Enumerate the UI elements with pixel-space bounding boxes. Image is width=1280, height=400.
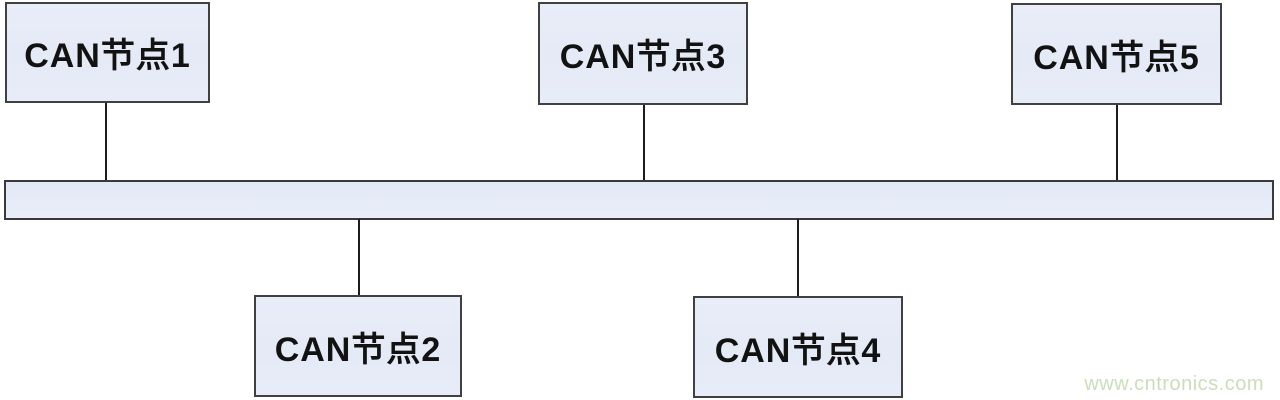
connector-bus-to-node2 bbox=[358, 219, 360, 296]
can-node-4-box: CAN节点4 bbox=[693, 296, 903, 398]
can-bus-bar bbox=[4, 180, 1274, 220]
can-node-4-label: CAN节点4 bbox=[714, 331, 882, 370]
can-node-2-box: CAN节点2 bbox=[254, 295, 462, 397]
connector-node1-to-bus bbox=[105, 103, 107, 181]
connector-node5-to-bus bbox=[1116, 105, 1118, 181]
connector-bus-to-node4 bbox=[797, 219, 799, 297]
connector-node3-to-bus bbox=[643, 105, 645, 181]
can-node-5-label: CAN节点5 bbox=[1033, 38, 1200, 77]
can-node-5-box: CAN节点5 bbox=[1011, 3, 1222, 105]
watermark-text: www.cntronics.com bbox=[1084, 373, 1264, 395]
can-node-1-label: CAN节点1 bbox=[24, 37, 191, 75]
can-node-3-box: CAN节点3 bbox=[538, 2, 748, 105]
can-node-3-label: CAN节点3 bbox=[559, 38, 727, 76]
can-node-1-box: CAN节点1 bbox=[5, 2, 210, 103]
can-node-2-label: CAN节点2 bbox=[274, 330, 442, 369]
